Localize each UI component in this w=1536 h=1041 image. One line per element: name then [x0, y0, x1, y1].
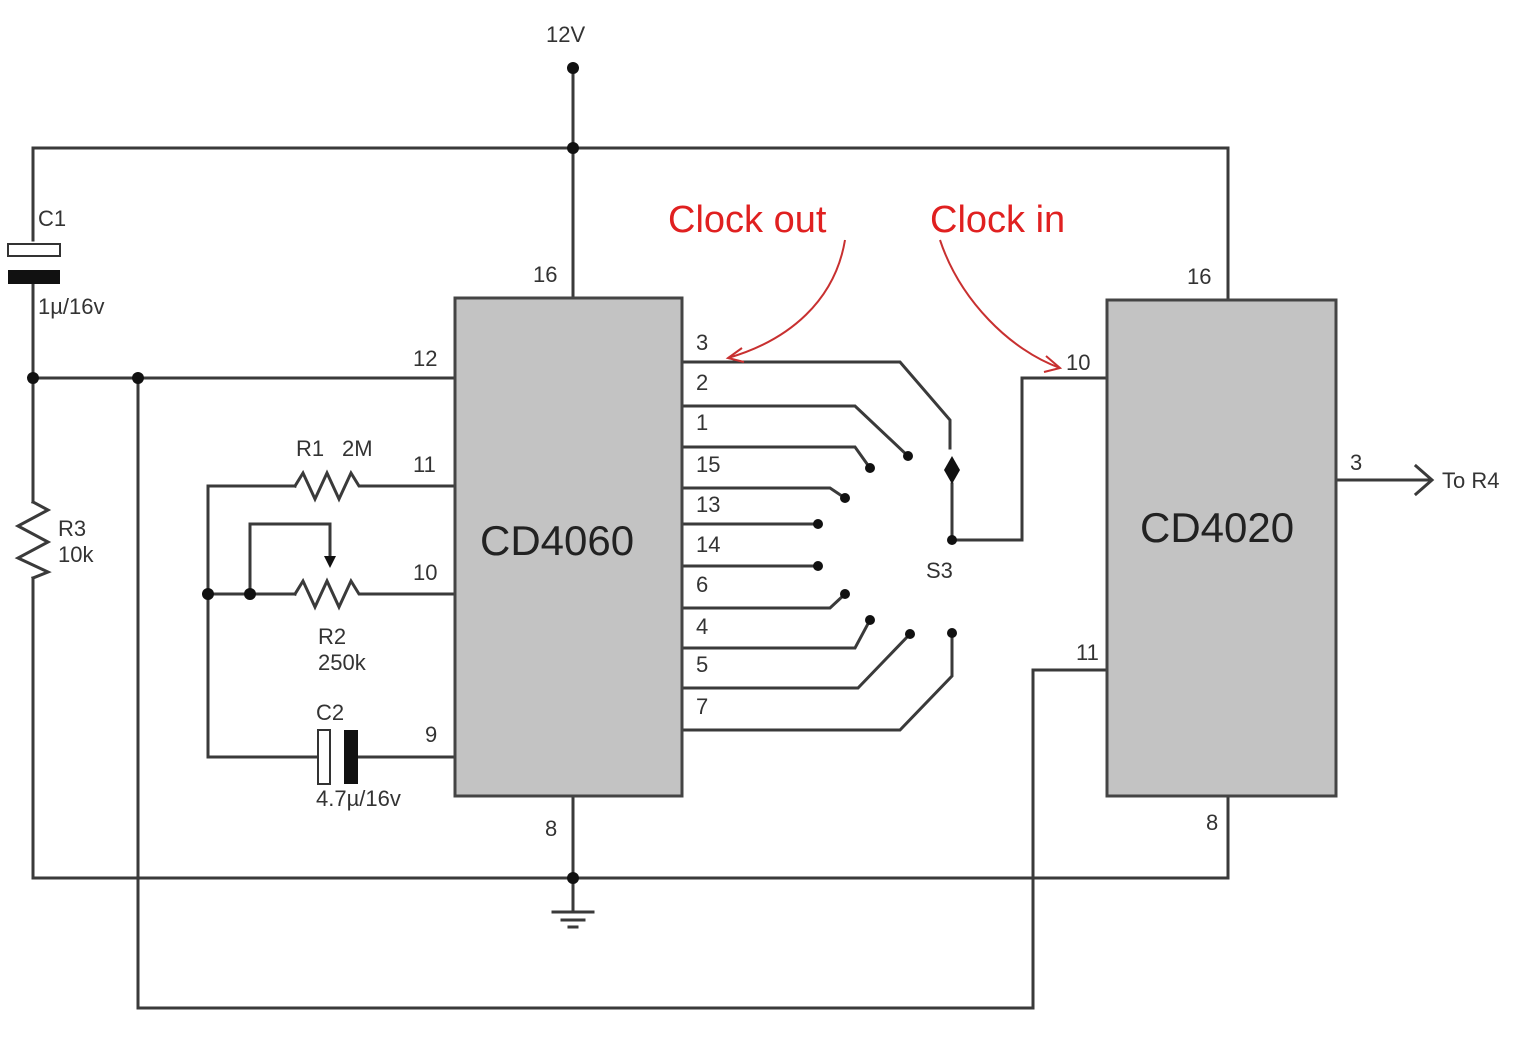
r1-name: R1 [296, 436, 324, 461]
u1-pin-16: 16 [533, 262, 557, 287]
s3-name: S3 [926, 558, 953, 583]
resistor-r1-symbol [292, 469, 367, 503]
capacitor-c2-symbol [317, 729, 358, 785]
u2-pin-10: 10 [1066, 350, 1090, 375]
wires [31, 66, 1435, 1010]
u1-pin-12: 12 [413, 346, 437, 371]
u1-pin-14: 14 [696, 532, 720, 557]
chip-u1-name: CD4060 [480, 517, 634, 564]
clock-in-annotation: Clock in [930, 199, 1065, 241]
u1-pin-1: 1 [696, 410, 708, 435]
u2-pin-3: 3 [1350, 450, 1362, 475]
r3-value: 10k [58, 542, 94, 567]
chip-cd4060 [453, 296, 684, 798]
u1-pin-13: 13 [696, 492, 720, 517]
clock-out-annotation: Clock out [668, 199, 827, 241]
u1-pin-15: 15 [696, 452, 720, 477]
r1-value: 2M [342, 436, 373, 461]
output-label: To R4 [1442, 468, 1499, 493]
u1-pin-10: 10 [413, 560, 437, 585]
chip-cd4020 [1105, 298, 1338, 798]
supply-label: 12V [546, 22, 585, 47]
u1-pin-7: 7 [696, 694, 708, 719]
u1-pin-2: 2 [696, 370, 708, 395]
junction-dots [27, 62, 957, 884]
u1-pin-5: 5 [696, 652, 708, 677]
u2-pin-11: 11 [1076, 640, 1099, 665]
u1-pin-8: 8 [545, 816, 557, 841]
u1-pin-11: 11 [413, 452, 436, 477]
c1-value: 1µ/16v [38, 294, 105, 319]
capacitor-c1-symbol [7, 243, 61, 284]
resistor-r3-symbol [14, 499, 52, 580]
potentiometer-r2-symbol [292, 556, 367, 611]
c1-name: C1 [38, 206, 66, 231]
u2-pin-16: 16 [1187, 264, 1211, 289]
u1-pin-9: 9 [425, 722, 437, 747]
r3-name: R3 [58, 516, 86, 541]
u1-pin-4: 4 [696, 614, 708, 639]
u1-pin-3: 3 [696, 330, 708, 355]
switch-s3-symbol [944, 456, 960, 484]
chip-u2-name: CD4020 [1140, 504, 1294, 551]
r2-name: R2 [318, 624, 346, 649]
c2-value: 4.7µ/16v [316, 786, 401, 811]
u1-pin-6: 6 [696, 572, 708, 597]
clock-in-arrow [939, 239, 1063, 373]
r2-value: 250k [318, 650, 367, 675]
c2-name: C2 [316, 700, 344, 725]
clock-out-arrow [725, 239, 846, 363]
u2-pin-8: 8 [1206, 810, 1218, 835]
